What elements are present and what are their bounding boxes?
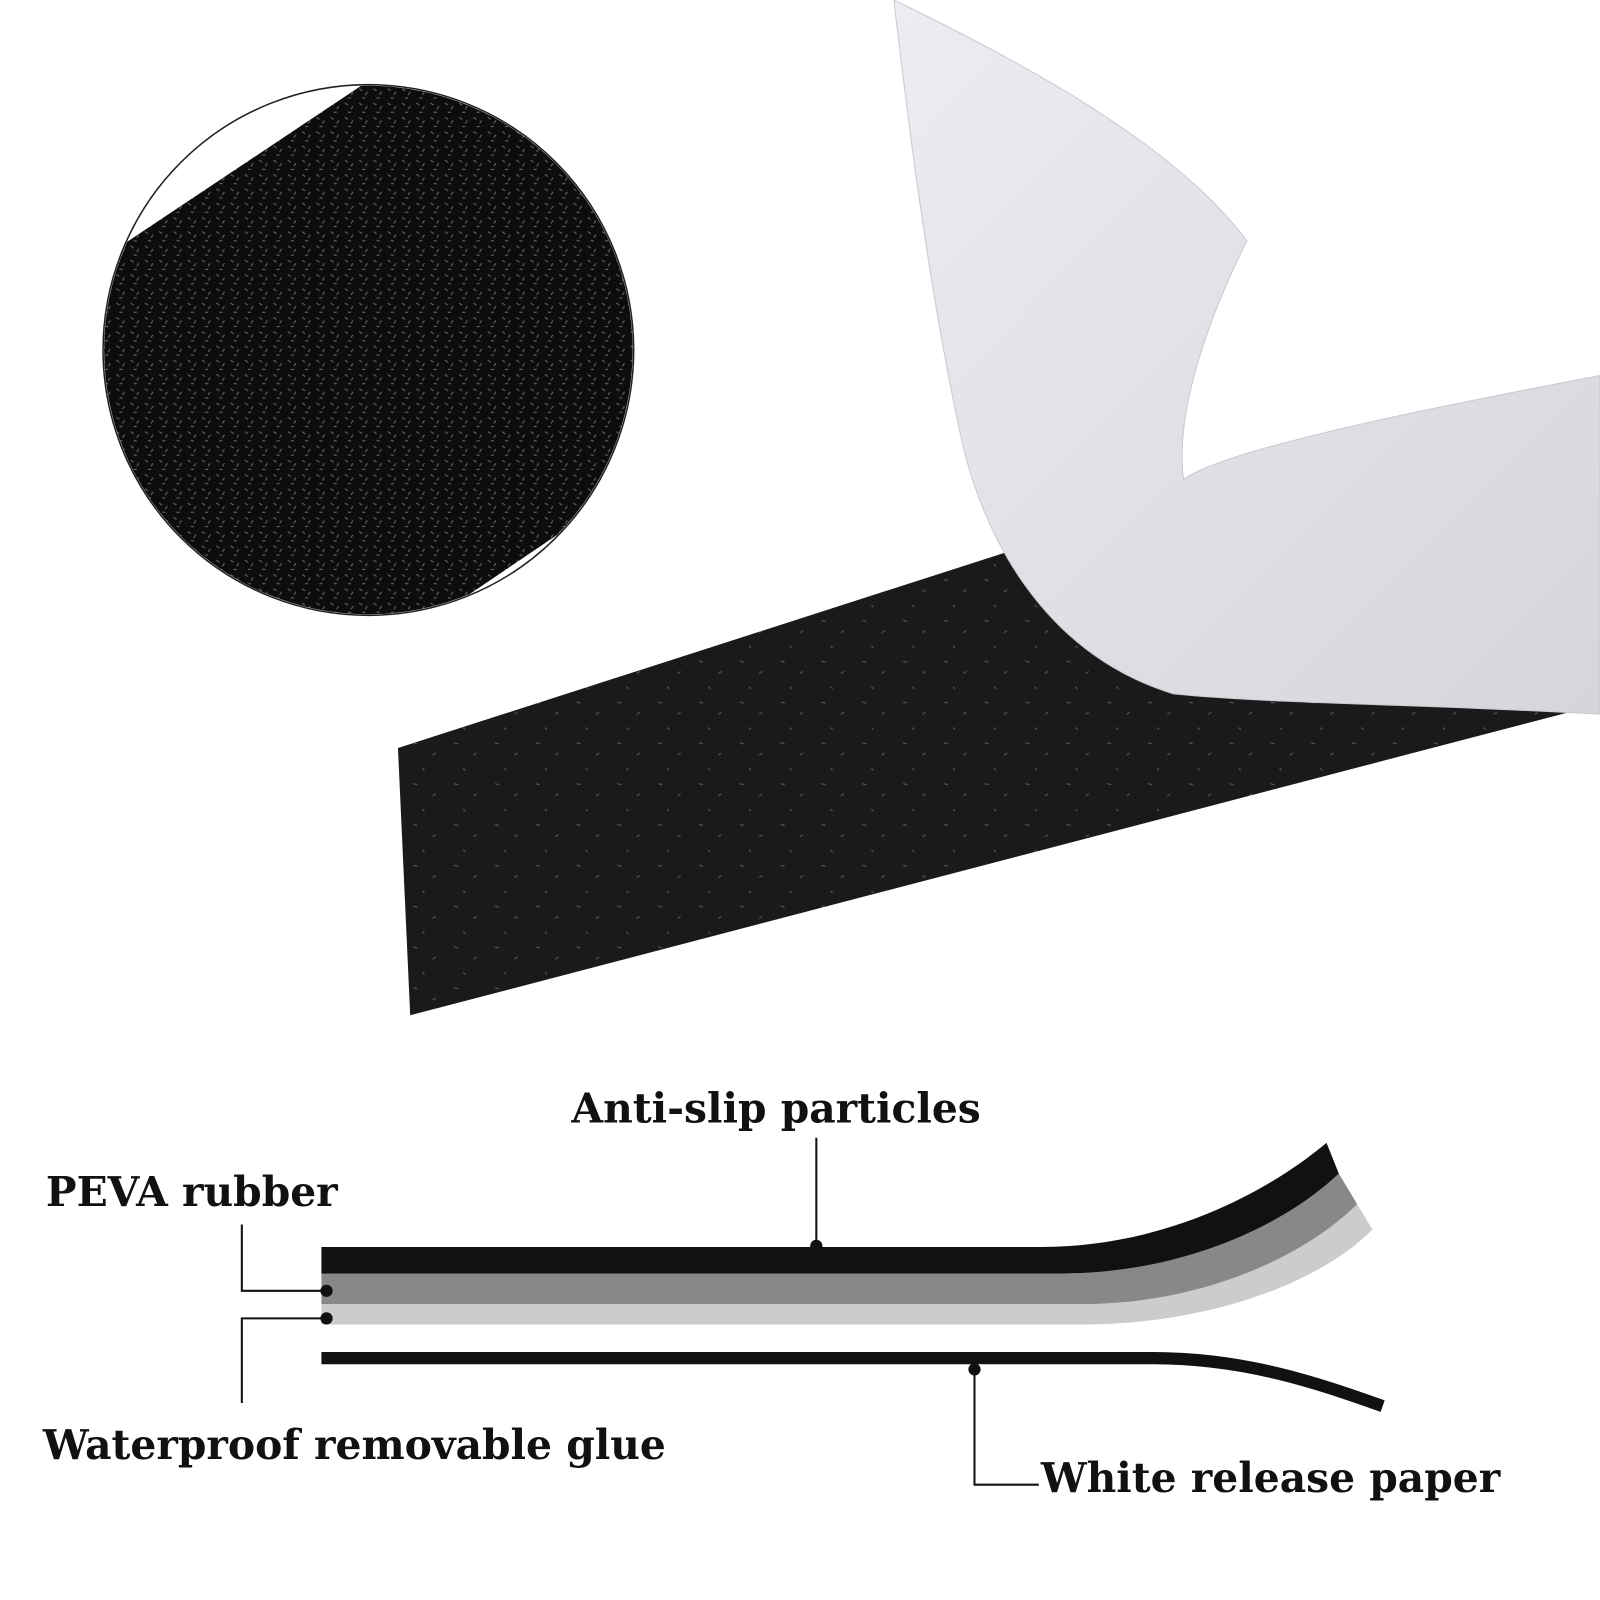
label-peva-rubber: PEVA rubber xyxy=(46,1168,338,1216)
glue-layer xyxy=(321,1204,1373,1325)
tape-photo xyxy=(397,0,1600,1016)
peva-layer xyxy=(321,1173,1358,1305)
cross-section xyxy=(240,1137,1385,1486)
anti-slip-layer xyxy=(321,1142,1339,1274)
label-white-release-paper: White release paper xyxy=(1040,1454,1501,1502)
label-waterproof-glue: Waterproof removable glue xyxy=(42,1421,666,1469)
release-paper-curl xyxy=(893,0,1600,715)
release-paper-line xyxy=(321,1352,1385,1412)
magnified-texture-circle xyxy=(102,83,635,617)
label-anti-slip-particles: Anti-slip particles xyxy=(570,1084,980,1132)
